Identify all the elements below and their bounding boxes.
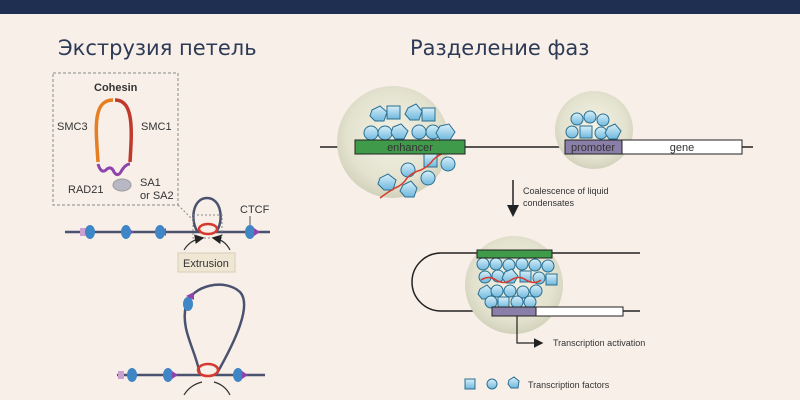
enhancer-label: enhancer — [387, 142, 433, 154]
rad21-subunit — [96, 162, 131, 177]
extrusion-zoom-box — [192, 214, 223, 239]
ctcf-sites-2 — [118, 292, 248, 382]
rna-strand-merged — [480, 276, 542, 284]
rna-strand — [379, 151, 448, 199]
legend-label: Transcription factors — [528, 380, 610, 390]
legend: Transcription factors — [464, 376, 610, 390]
extrusion-arrow-left-2 — [183, 381, 203, 396]
gene-label: gene — [670, 142, 694, 154]
sa2-label: or SA2 — [140, 190, 174, 202]
transcription-factors-enhancer — [363, 103, 456, 198]
cohesin-label: Cohesin — [94, 82, 138, 94]
ctcf-sites — [80, 225, 260, 239]
cohesin-ring-2 — [196, 362, 220, 378]
cohesin-ring — [197, 222, 219, 236]
transcription-factors-merged — [476, 257, 558, 309]
transcription-factors-promoter — [565, 110, 622, 140]
chromatin-fiber — [65, 196, 270, 234]
loop-extrusion-diagram: Cohesin SMC3 SMC1 RAD21 SA1 or SA2 CTCF — [52, 72, 270, 396]
right-title: Разделение фаз — [410, 36, 589, 60]
extrusion-box — [177, 252, 236, 273]
legend-hexagon-icon — [507, 376, 520, 389]
phase-separation-diagram: enhancer promoter gene Coalescence of li… — [320, 86, 753, 390]
legend-square-icon — [464, 378, 476, 390]
rad21-label: RAD21 — [68, 184, 103, 196]
extruded-loop — [117, 283, 265, 377]
activation-label: Transcription activation — [553, 338, 645, 348]
smc3-arm — [94, 98, 114, 163]
promoter-element-merged — [491, 306, 537, 317]
extrusion-arrow-left — [183, 234, 205, 251]
legend-circle-icon — [486, 378, 498, 390]
sa-subunit — [112, 178, 132, 192]
enhancer-element-merged — [476, 249, 553, 259]
looped-dna — [411, 252, 640, 312]
promoter-label: promoter — [571, 142, 615, 154]
cohesin-inset-box — [52, 72, 179, 206]
smc3-label: SMC3 — [57, 121, 88, 133]
sa1-label: SA1 — [140, 177, 161, 189]
gene-element-merged — [535, 306, 624, 317]
extrusion-arrow-right — [211, 234, 231, 251]
extrusion-arrow-right-2 — [213, 381, 231, 396]
coalescence-label-line2: condensates — [523, 198, 575, 208]
activation-arrow — [516, 316, 544, 348]
smc1-arm — [114, 98, 133, 163]
smc1-label: SMC1 — [141, 121, 172, 133]
ctcf-label: CTCF — [240, 204, 270, 216]
extrusion-label: Extrusion — [183, 258, 229, 270]
enhancer-element — [354, 139, 466, 155]
left-title: Экструзия петель — [58, 36, 257, 60]
zoom-connector — [177, 204, 194, 221]
coalescence-label-line1: Coalescence of liquid — [523, 186, 609, 196]
gene-element — [621, 139, 743, 155]
top-bar — [0, 0, 800, 14]
